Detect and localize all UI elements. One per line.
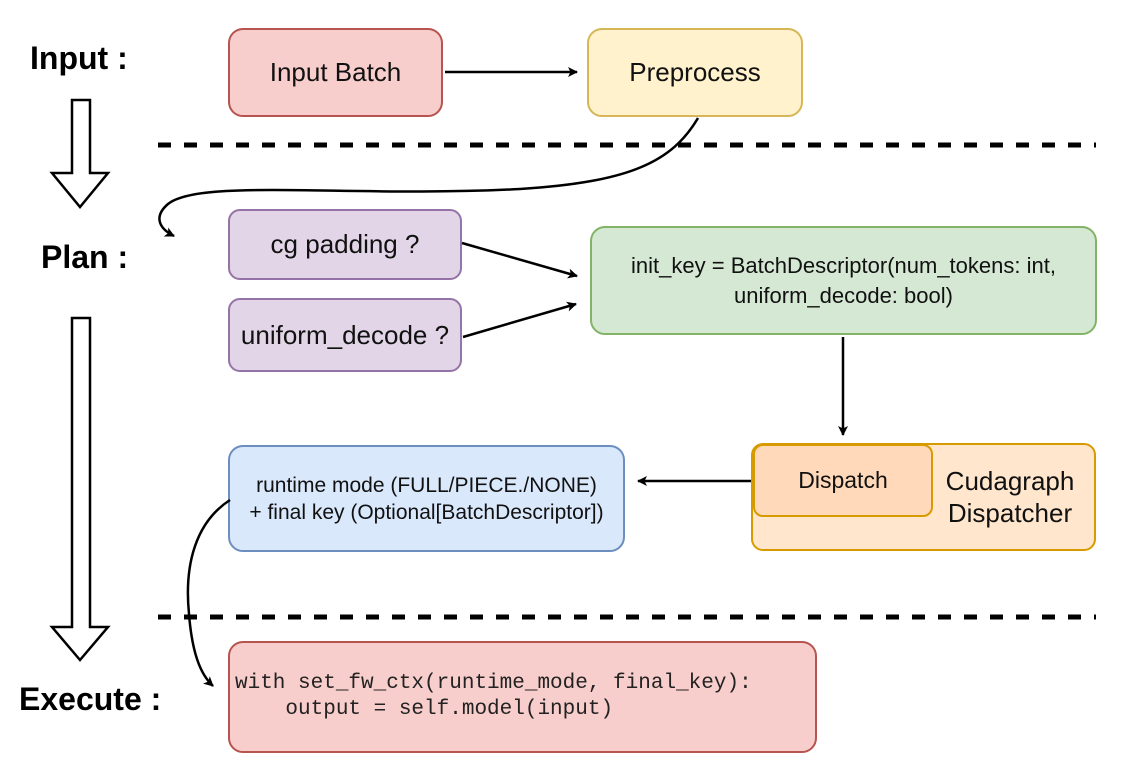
node-dispatch-label: Dispatch [798,467,888,494]
node-cudagraph-dispatcher-label: Cudagraph Dispatcher [926,445,1094,549]
stage-arrow-plan-to-execute [49,316,111,662]
section-label-plan: Plan : [41,239,129,275]
node-cg-padding-label: cg padding ? [270,229,420,260]
node-init-key-line1: init_key = BatchDescriptor(num_tokens: i… [631,252,1056,278]
node-dispatch: Dispatch [753,444,933,517]
node-input-batch: Input Batch [228,28,443,117]
node-init-key-line2: uniform_decode: bool) [734,282,953,308]
node-execute-code-line1: with set_fw_ctx(runtime_mode, final_key)… [235,672,752,695]
section-label-execute: Execute : [19,681,162,717]
arrow-uniform-decode-to-init-key [462,301,577,339]
node-input-batch-label: Input Batch [269,57,402,88]
node-init-key: init_key = BatchDescriptor(num_tokens: i… [590,226,1097,335]
arrow-cg-padding-to-init-key [461,241,578,279]
node-cudagraph-dispatcher-line1: Cudagraph [945,466,1075,496]
section-label-input: Input : [30,40,128,76]
arrow-runtime-mode-to-execute-code [186,498,231,687]
node-uniform-decode-label: uniform_decode ? [240,319,450,350]
node-preprocess: Preprocess [587,28,803,117]
node-execute-code: with set_fw_ctx(runtime_mode, final_key)… [228,641,817,753]
node-runtime-mode-line1: runtime mode (FULL/PIECE./NONE) [256,473,597,497]
node-cg-padding: cg padding ? [228,209,462,280]
node-runtime-mode-line2: + final key (Optional[BatchDescriptor]) [249,500,604,524]
node-uniform-decode: uniform_decode ? [228,298,462,372]
stage-arrow-input-to-plan [49,98,111,209]
node-cudagraph-dispatcher-line2: Dispatcher [947,498,1073,528]
node-runtime-mode: runtime mode (FULL/PIECE./NONE) + final … [228,445,625,552]
node-preprocess-label: Preprocess [629,57,761,88]
node-execute-code-line2: output = self.model(input) [235,698,614,721]
